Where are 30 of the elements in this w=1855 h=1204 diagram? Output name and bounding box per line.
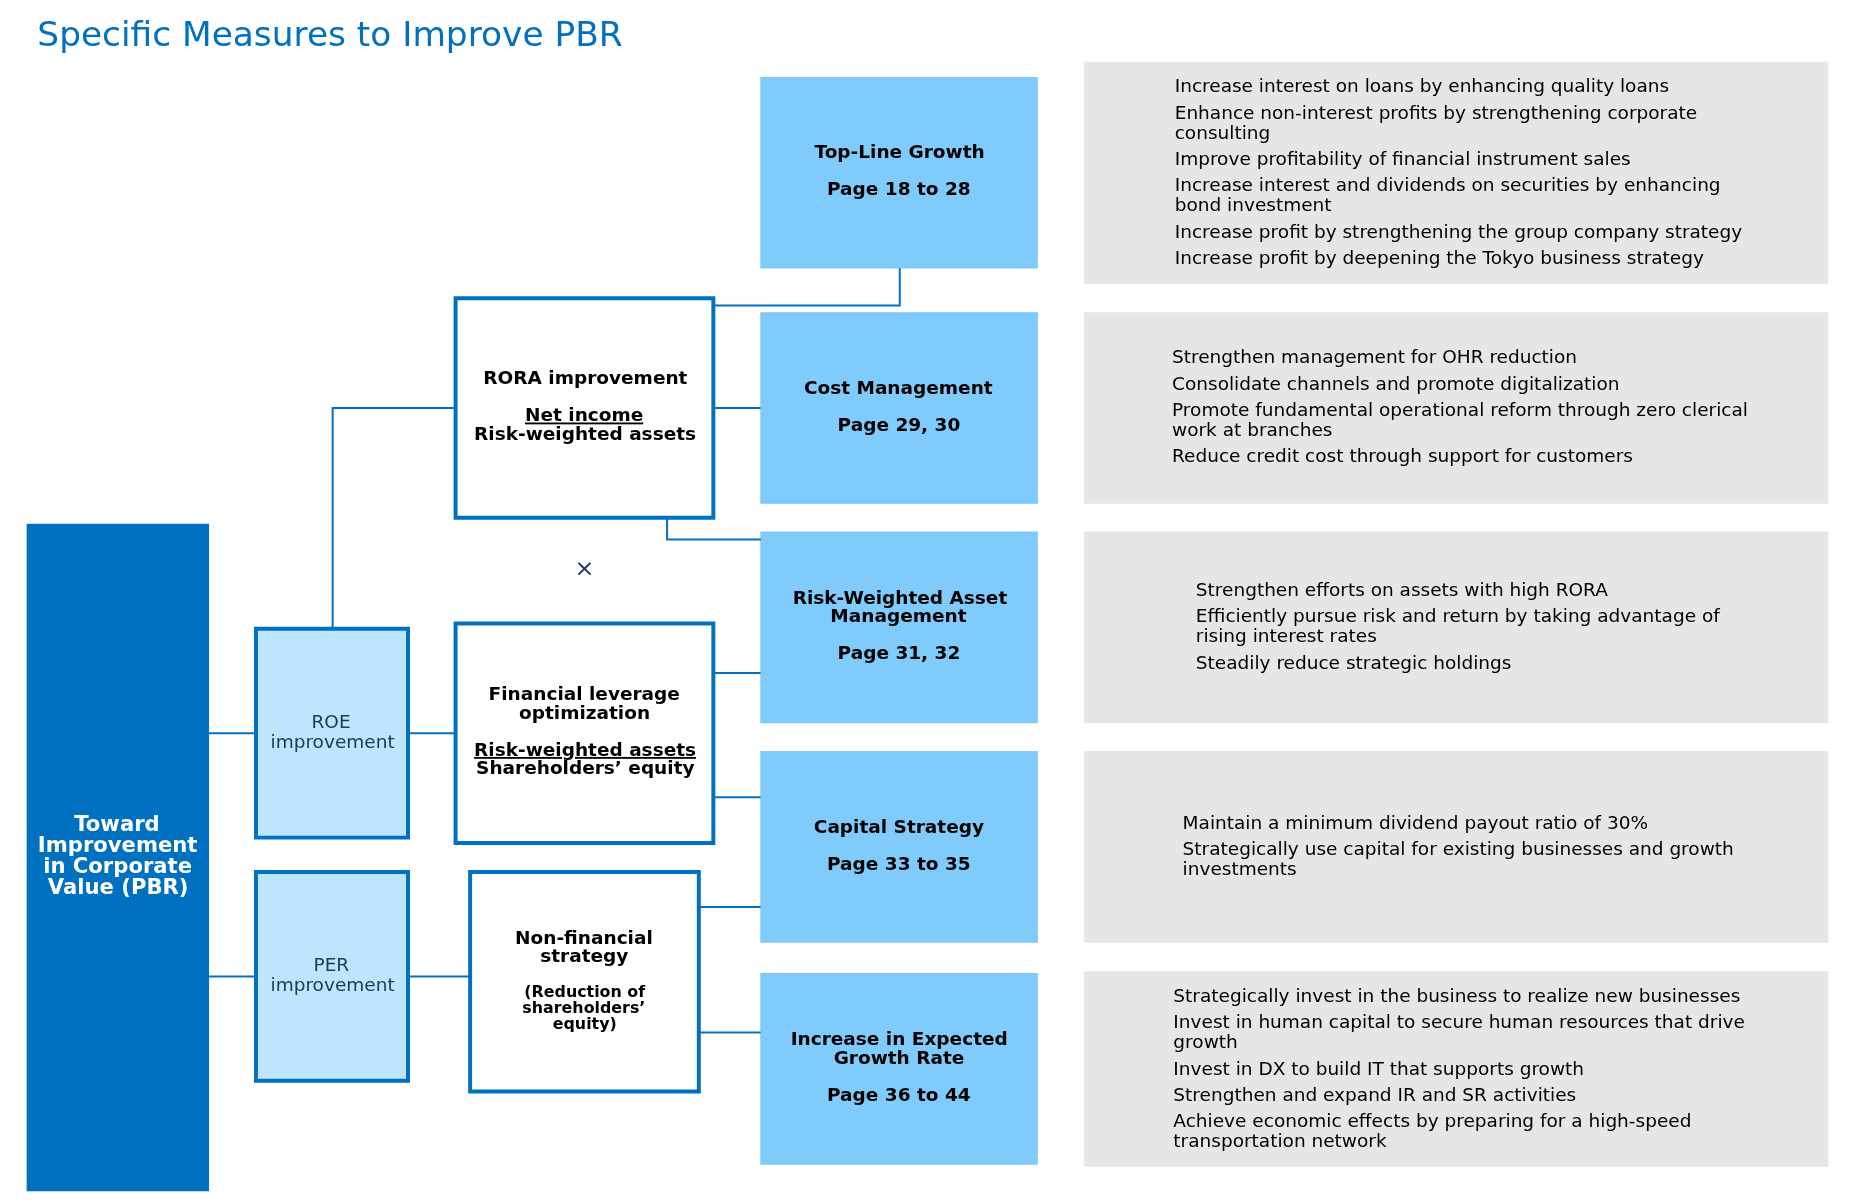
- node-box: RORA improvement Net income Risk-weighted assets: [453, 296, 716, 520]
- node-box: Financial leverage optimization Risk-weighted assets Shareholders’ equity: [453, 621, 716, 845]
- connector: [666, 516, 762, 541]
- node-box: Increase in Expected Growth Rate Page 36 to 44: [760, 973, 1038, 1165]
- connector: [697, 1031, 762, 1034]
- label: ×: [574, 554, 595, 583]
- node-box: Strengthen efforts on assets with high RORA Efficiently pursue risk and return by taking advantage of rising interest rates Steadily reduce strategic holdings: [1084, 531, 1829, 724]
- connector: [712, 407, 762, 409]
- node-box: Cost Management Page 29, 30: [760, 312, 1038, 504]
- connector: [207, 975, 257, 978]
- connector: [207, 732, 257, 735]
- connector: [331, 407, 457, 630]
- node-box: Non-financial strategy (Reduction of shareholders’ equity): [468, 870, 701, 1094]
- node-box: Capital Strategy Page 33 to 35: [760, 751, 1038, 943]
- connector: [697, 906, 762, 908]
- connector: [712, 267, 901, 307]
- node-box: ROE improvement: [254, 626, 410, 840]
- node-box: Risk-Weighted Asset Management Page 31, 32: [760, 531, 1038, 724]
- node-box: Toward Improvement in Corporate Value (PBR): [26, 523, 210, 1192]
- node-box: Increase interest on loans by enhancing quality loans Enhance non-interest profits by strengthening corporate consulting Improve profitability of financial instrument sales Increase interest and dividends on securities by enhancing bond investment Increase profit by strengthening the group company strategy Increase profit by deepening the Tokyo business strategy: [1084, 61, 1829, 284]
- node-box: Maintain a minimum dividend payout ratio of 30% Strategically use capital for existing businesses and growth investments: [1084, 751, 1829, 943]
- connector: [712, 796, 762, 799]
- diagram-title: Specific Measures to Improve PBR: [37, 14, 623, 55]
- node-box: PER improvement: [254, 870, 410, 1083]
- node-box: Strategically invest in the business to realize new businesses Invest in human capital to secure human resources that drive growth Invest in DX to build IT that supports growth Strengthen and expand IR and SR activities Achieve economic effects by preparing for a high-speed transportation network: [1084, 971, 1829, 1167]
- connector: [712, 672, 762, 675]
- connector: [407, 975, 471, 978]
- node-box: Strengthen management for OHR reduction Consolidate channels and promote digitalization Promote fundamental operational reform through zero clerical work at branches Reduce credit cost through support for customers: [1084, 312, 1829, 504]
- connector: [407, 732, 457, 735]
- node-box: Top-Line Growth Page 18 to 28: [760, 76, 1038, 269]
